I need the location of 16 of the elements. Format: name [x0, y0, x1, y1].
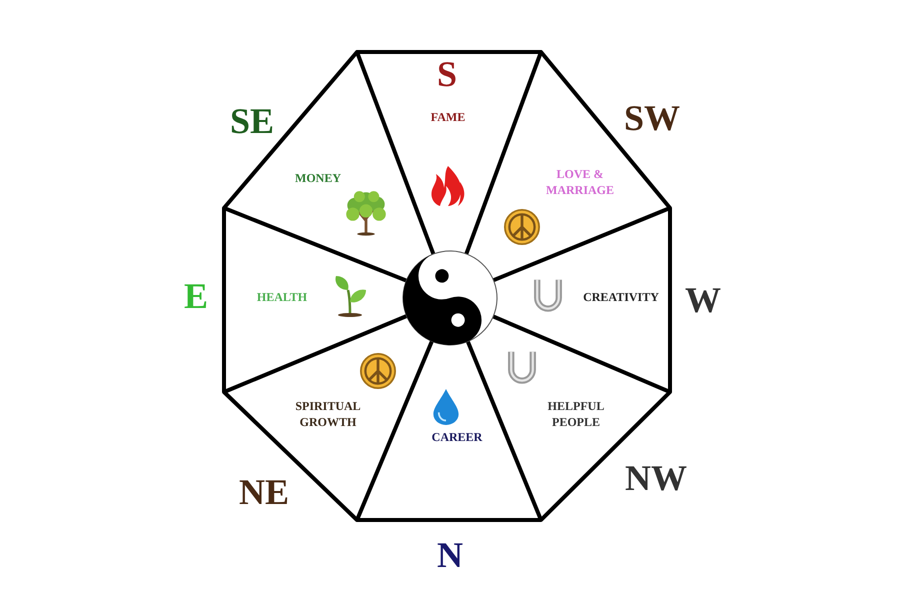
compass-direction: SW: [624, 100, 680, 136]
sector-label: SPIRITUAL GROWTH: [294, 398, 362, 430]
compass-direction: E: [184, 278, 208, 314]
compass-direction: S: [436, 56, 458, 92]
sector-label: CREATIVITY: [582, 288, 660, 306]
sector-label: HELPFUL PEOPLE: [546, 398, 606, 430]
sector-label: MONEY: [294, 170, 342, 186]
compass-direction: NE: [239, 474, 289, 510]
compass-direction: N: [437, 537, 463, 573]
sector-label: CAREER: [430, 428, 484, 446]
sector-label: LOVE & MARRIAGE: [545, 166, 615, 198]
sector-label: FAME: [430, 108, 466, 126]
sector-label: HEALTH: [256, 288, 308, 306]
compass-direction: SE: [230, 103, 274, 139]
compass-direction: NW: [625, 460, 687, 496]
compass-direction: W: [685, 282, 721, 318]
